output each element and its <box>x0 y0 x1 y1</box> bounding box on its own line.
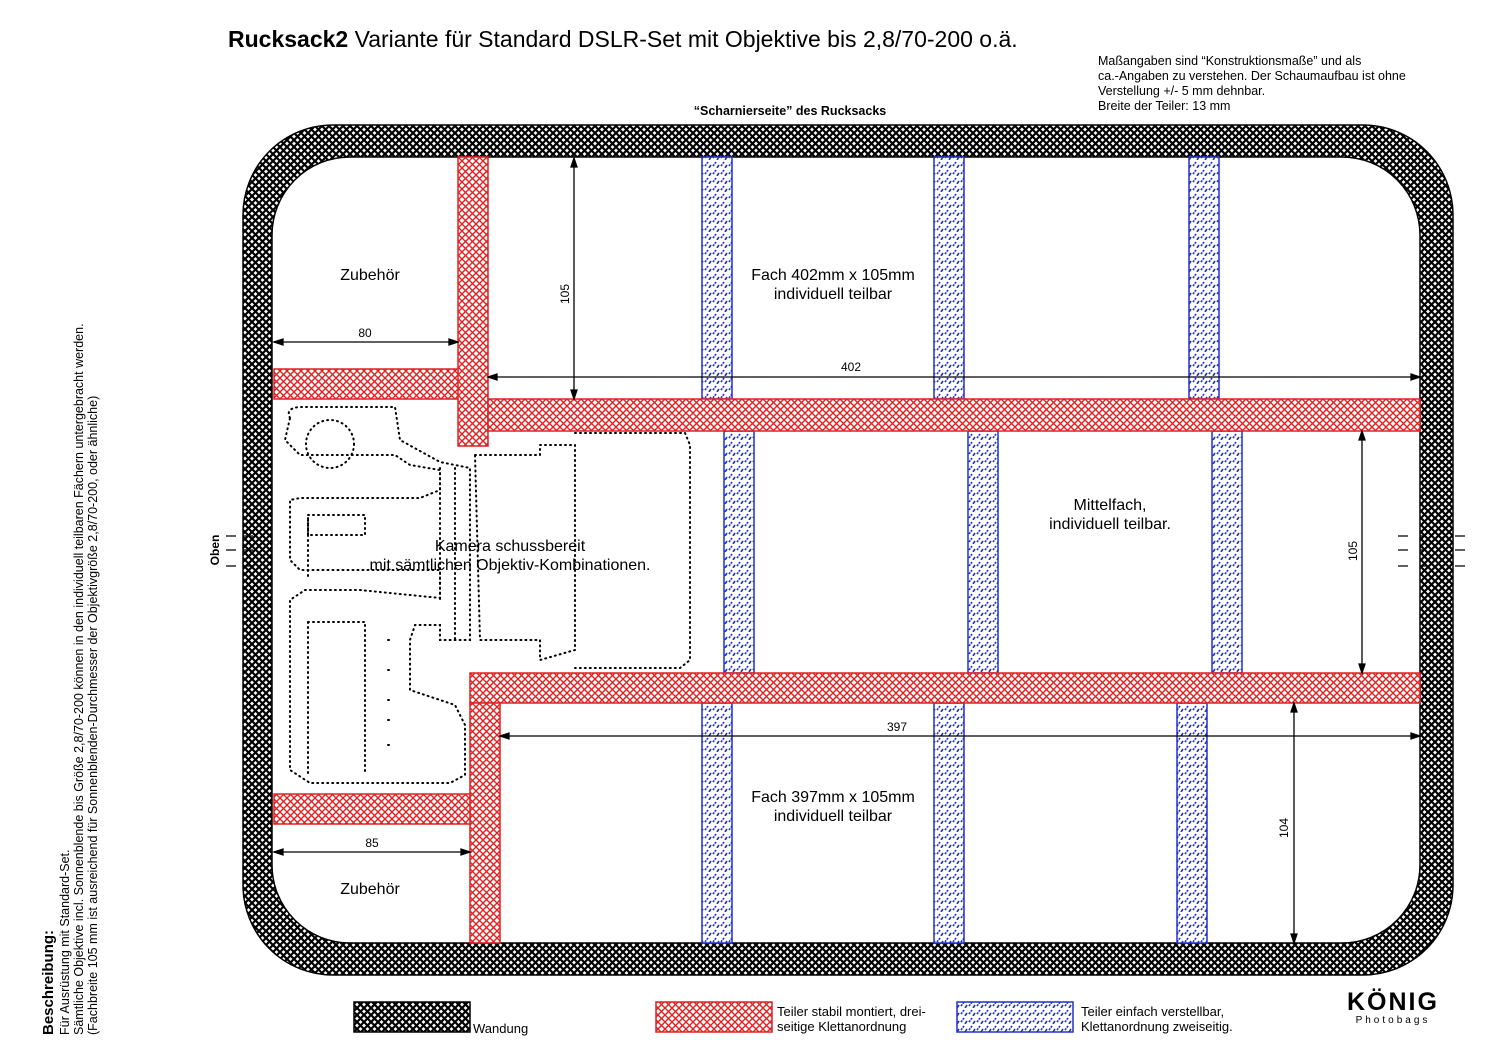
logo-sub: Photobags <box>1355 1015 1431 1026</box>
legend-blue-label: Teiler einfach verstellbar, Klettanordnu… <box>1081 1004 1233 1034</box>
blue-divider <box>933 702 965 944</box>
zubehoer-bottom-label: Zubehör <box>340 881 400 898</box>
title-bold: Rucksack2 <box>228 26 349 52</box>
camera-outline <box>283 406 691 784</box>
fach-bottom-label: Fach 397mm x 105mm individuell teilbar <box>732 788 934 826</box>
page-title: Rucksack2 Variante für Standard DSLR-Set… <box>228 26 1018 53</box>
legend-wall-label: Wandung <box>473 1021 529 1036</box>
legend-red-swatch <box>655 1001 773 1033</box>
dimension-lines <box>271 155 1423 946</box>
red-divider <box>273 368 461 400</box>
red-divider <box>273 793 471 825</box>
blue-divider <box>701 156 733 400</box>
legend-blue-line2: Klettanordnung zweiseitig. <box>1081 1019 1233 1034</box>
mittelfach-line2: individuell teilbar. <box>1049 516 1171 533</box>
logo-brand: KÖNIG <box>1347 988 1439 1016</box>
dim-bottom-height: 104 <box>1277 818 1291 838</box>
legend-red-line1: Teiler stabil montiert, drei- <box>777 1004 926 1019</box>
red-dividers <box>273 156 1421 944</box>
title-rest: Variante für Standard DSLR-Set mit Objek… <box>354 26 1018 52</box>
side-marks <box>226 535 1465 567</box>
beschreibung-line: Sämtliche Objektive incl. Sonnenblende b… <box>72 323 86 1035</box>
legend-red-line2: seitige Klettanordnung <box>777 1019 907 1034</box>
blue-divider <box>701 702 733 944</box>
red-divider <box>469 702 501 944</box>
dim-middle-height: 105 <box>1346 541 1360 561</box>
hinge-side-label: “Scharnierseite” des Rucksacks <box>693 104 887 118</box>
fach-top-label: Fach 402mm x 105mm individuell teilbar <box>732 266 934 304</box>
red-divider <box>457 156 489 447</box>
mittelfach-label: Mittelfach, individuell teilbar. <box>1000 496 1220 534</box>
fach-top-line2: individuell teilbar <box>773 286 893 303</box>
construction-notes: Maßangaben sind “Konstruktionsmaße” und … <box>1098 54 1406 114</box>
kamera-line1: Kamera schussbereit <box>434 538 586 555</box>
beschreibung-block: Beschreibung: Für Ausrüstung mit Standar… <box>40 323 100 1035</box>
blue-divider <box>967 430 999 674</box>
note-line: Verstellung +/- 5 mm dehnbar. <box>1098 84 1266 98</box>
legend-blue-line1: Teiler einfach verstellbar, <box>1081 1004 1225 1019</box>
note-line: Breite der Teiler: 13 mm <box>1098 99 1231 113</box>
mittelfach-line1: Mittelfach, <box>1073 497 1147 514</box>
kamera-label: Kamera schussbereit mit sämtlichen Objek… <box>330 537 690 575</box>
dim-top-width: 402 <box>841 360 861 374</box>
note-line: Maßangaben sind “Konstruktionsmaße” und … <box>1098 54 1362 68</box>
fach-bottom-line1: Fach 397mm x 105mm <box>751 789 915 806</box>
blue-divider <box>1188 156 1220 400</box>
dim-zubehoer-top-width: 80 <box>358 326 372 340</box>
note-line: ca.-Angaben zu verstehen. Der Schaumaufb… <box>1098 69 1406 83</box>
beschreibung-line: (Fachbreite 105 mm ist ausreichend für S… <box>86 395 100 1035</box>
kamera-line2: mit sämtlichen Objektiv-Kombinationen. <box>369 557 651 574</box>
backpack-wall <box>242 124 1454 976</box>
legend-red-label: Teiler stabil montiert, drei- seitige Kl… <box>777 1004 926 1034</box>
blue-divider <box>723 430 755 674</box>
red-divider <box>469 672 1421 704</box>
blue-dividers <box>701 156 1243 944</box>
fach-bottom-line2: individuell teilbar <box>773 808 893 825</box>
beschreibung-line: Für Ausrüstung mit Standard-Set. <box>58 849 72 1035</box>
fach-top-line1: Fach 402mm x 105mm <box>751 267 915 284</box>
blue-divider <box>1176 702 1208 944</box>
zubehoer-top-label: Zubehör <box>340 267 400 284</box>
dim-bottom-width: 397 <box>887 720 907 734</box>
dim-zubehoer-bottom-width: 85 <box>365 836 379 850</box>
legend-blue-swatch <box>956 1001 1074 1033</box>
dim-top-height: 105 <box>558 284 572 304</box>
blue-divider <box>1211 430 1243 674</box>
legend-wall-swatch <box>353 1001 471 1033</box>
blue-divider <box>933 156 965 400</box>
koenig-logo: KÖNIG Photobags <box>1347 988 1439 1026</box>
oben-label: Oben <box>208 535 222 566</box>
beschreibung-heading: Beschreibung: <box>40 929 57 1035</box>
red-divider <box>487 398 1421 432</box>
